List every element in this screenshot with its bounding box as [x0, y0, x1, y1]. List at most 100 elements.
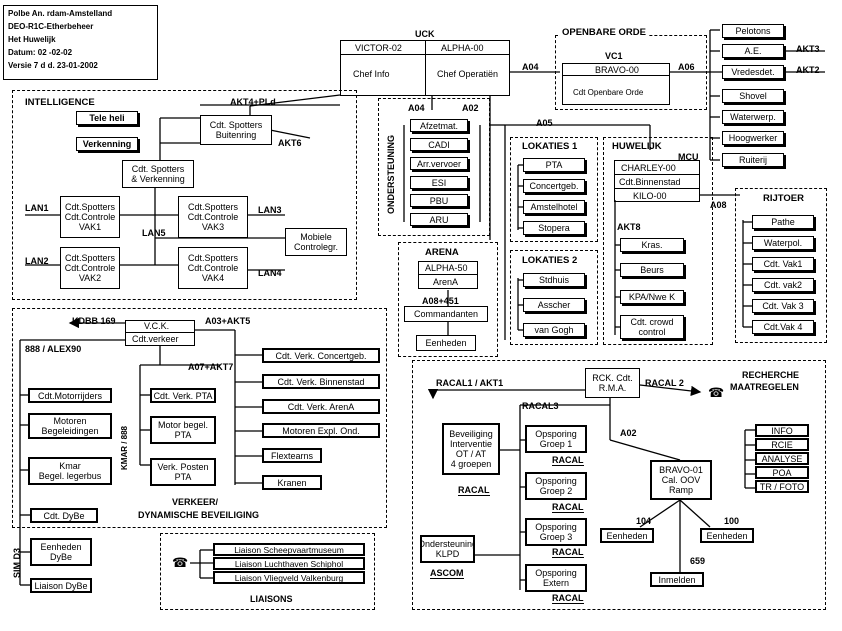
lokaties1-region: [510, 137, 598, 242]
akt3-label: AKT3: [796, 44, 820, 54]
lan5-label: LAN5: [142, 228, 166, 238]
mobiele-line1: Mobiele: [300, 232, 332, 242]
opsporing-groep2-box: Opsporing Groep 2: [525, 472, 587, 500]
huwelijk-title: HUWELIJK: [612, 141, 662, 152]
eenheden-dybe-line2: DyBe: [49, 552, 72, 562]
beveiliging-line2: Interventie: [449, 439, 493, 449]
uck-alpha: ALPHA-00: [441, 43, 484, 53]
ond-esi: ESI: [410, 176, 468, 189]
charley-label: CHARLEY-00: [621, 163, 676, 173]
unit-vredesdet: Vredesdet.: [722, 65, 784, 79]
verk-pta-box: Cdt. Verk. PTA: [150, 388, 216, 403]
charley-box: CHARLEY-00 Cdt.Binnenstad KILO-00: [614, 160, 700, 202]
uck-chef-operatien: Chef Operatiën: [437, 69, 499, 79]
motoren-beg-line2: Begeleidingen: [41, 426, 99, 436]
bravo01-line1: BRAVO-01: [659, 465, 703, 475]
vak3-line3: VAK3: [201, 222, 225, 232]
unit-hoogwerker: Hoogwerker: [722, 131, 784, 145]
arena-region: [398, 242, 498, 357]
ond-arr-vervoer: Arr.vervoer: [410, 157, 468, 170]
verk-binnenstad: Cdt. Verk. Binnenstad: [262, 374, 380, 389]
rch-tr-foto: TR / FOTO: [755, 480, 809, 493]
klpd-box: Ondersteuning KLPD: [420, 535, 475, 563]
groep1-line2: Groep 1: [539, 439, 573, 449]
unit-ruiterij: Ruiterij: [722, 153, 784, 167]
kmar-box: Kmar Begel. legerbus: [28, 457, 112, 485]
posten-pta-line1: Verk. Posten: [157, 462, 209, 472]
bravo01-box: BRAVO-01 Cal. OOV Ramp: [650, 460, 712, 500]
vak2-box: Cdt.Spotters Cdt.Controle VAK2: [60, 247, 120, 289]
lan4-label: LAN4: [258, 268, 282, 278]
header-line4: Datum: 02 -02-02: [8, 48, 73, 57]
ond-a02-label: A02: [462, 103, 479, 113]
arena-label: ArenA: [433, 277, 459, 287]
lok1-concertgeb: Concertgeb.: [523, 179, 585, 193]
intelligence-region: [12, 90, 357, 300]
a06-label: A06: [678, 62, 695, 72]
verkeer-title1: VERKEER/: [172, 497, 219, 507]
extern-line1: Opsporing: [535, 568, 577, 578]
verkeer-region: [12, 308, 387, 528]
arena-a08-label: A08+451: [422, 296, 459, 306]
huw-crowd-control: Cdt. crowd control: [620, 315, 684, 339]
cdt-dybe-box: Cdt. DyBe: [30, 508, 98, 523]
lan2-label: LAN2: [25, 256, 49, 266]
header-line3: Het Huwelijk: [8, 35, 56, 44]
mobiele-controlegr-box: Mobiele Controlegr.: [285, 228, 347, 256]
motorrijders-box: Cdt.Motorrijders: [28, 388, 112, 403]
lok2-van-gogh: van Gogh: [523, 323, 585, 337]
alpha50-label: ALPHA-50: [425, 263, 468, 273]
vak2-line2: Cdt.Controle: [64, 263, 116, 273]
bravo01-line3: Ramp: [668, 485, 693, 495]
rch-poa: POA: [755, 466, 809, 479]
ond-aru: ARU: [410, 213, 468, 226]
akt6-label: AKT6: [278, 138, 302, 148]
rch-rcie: RCIE: [755, 438, 809, 451]
kilo-label: KILO-00: [633, 191, 667, 201]
beveiliging-box: Beveiliging Interventie OT / AT 4 groepe…: [442, 423, 500, 475]
verk-arena: Cdt. Verk. ArenA: [262, 399, 380, 414]
klpd-line1: Ondersteuning: [420, 539, 475, 549]
motoren-beg-line1: Motoren: [53, 416, 87, 426]
akt4-label: AKT4+PLd: [230, 97, 276, 107]
akt8-label: AKT8: [617, 222, 641, 232]
vak4-line3: VAK4: [201, 273, 225, 283]
bravo01-line2: Cal. OOV: [661, 475, 701, 485]
vc1-label: VC1: [605, 51, 623, 61]
vck-label: V.C.K.: [144, 321, 170, 331]
vak3-line2: Cdt.Controle: [187, 212, 239, 222]
ond-a04-label: A04: [408, 103, 425, 113]
verk-posten-pta-box: Verk. Posten PTA: [150, 458, 216, 486]
kmar888-vert-label: KMAR / 888: [120, 425, 129, 470]
rijtoer-pathe: Pathe: [752, 215, 814, 229]
verk-concertgeb: Cdt. Verk. Concertgeb.: [262, 348, 380, 363]
posten-pta-line2: PTA: [174, 472, 192, 482]
rck-line2: R.M.A.: [598, 383, 627, 393]
vak1-line2: Cdt.Controle: [64, 212, 116, 222]
vak4-box: Cdt.Spotters Cdt.Controle VAK4: [178, 247, 248, 289]
racal2-label: RACAL 2: [645, 378, 684, 388]
recherche-phone-icon: ☎: [708, 385, 725, 400]
recherche-title2: MAATREGELEN: [730, 382, 799, 392]
motoren-begeleidingen-box: Motoren Begeleidingen: [28, 413, 112, 439]
rch-eenheden1-box: Eenheden: [600, 528, 654, 543]
a07-label: A07+AKT7: [188, 362, 234, 372]
rijtoer-vak2: Cdt. vak2: [752, 278, 814, 292]
inmelden-box: Inmelden: [650, 572, 704, 587]
beveiliging-line4: 4 groepen: [450, 459, 492, 469]
spotters-verkenning-box: Cdt. Spotters & Verkenning: [122, 160, 194, 188]
groep2-racal: RACAL: [552, 502, 584, 513]
beveiliging-line1: Beveiliging: [449, 429, 493, 439]
liaison-valkenburg: Liaison Vliegveld Valkenburg: [213, 571, 365, 584]
huw-kpa: KPA/Nwe K: [620, 290, 684, 304]
rijtoer-region: [735, 188, 827, 343]
unit-pelotons: Pelotons: [722, 24, 784, 38]
motor-pta-line1: Motor begel.: [157, 420, 209, 430]
vak2-line3: VAK2: [78, 273, 102, 283]
klpd-line2: KLPD: [435, 549, 460, 559]
header-line2: DEO-R1C-Etherbeheer: [8, 22, 94, 31]
vak2-line1: Cdt.Spotters: [64, 253, 116, 263]
kranen: Kranen: [262, 475, 322, 490]
bravo00-label: BRAVO-00: [595, 65, 639, 75]
huwelijk-region: [603, 137, 713, 345]
